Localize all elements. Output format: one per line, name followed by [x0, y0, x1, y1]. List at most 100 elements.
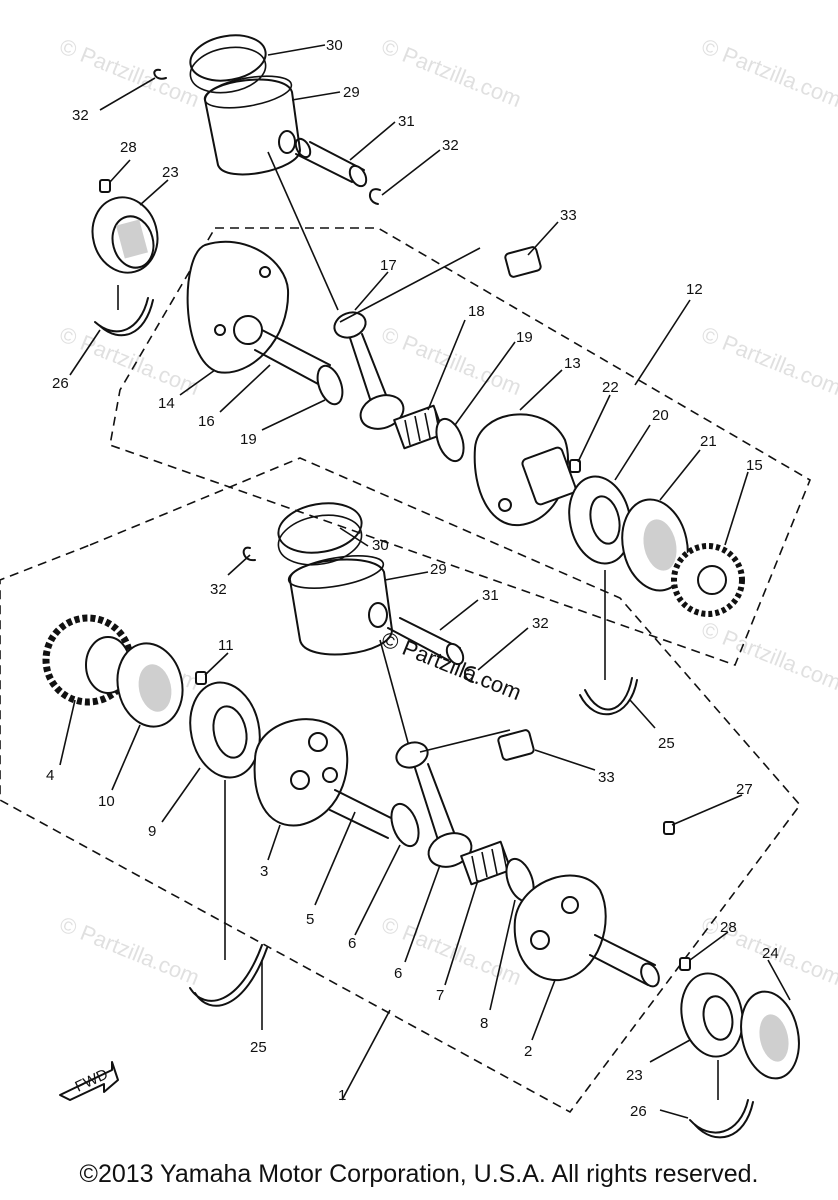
- callout-label: 6: [394, 965, 402, 982]
- callout-label: 32: [210, 581, 227, 598]
- dowel-pin: [663, 821, 675, 835]
- piston-pin-bore: [278, 130, 296, 154]
- conrod-small-end: [395, 741, 429, 769]
- watermark-text: © Partzilla.com: [56, 33, 203, 112]
- conrod-small-end: [333, 311, 367, 339]
- callout-label: 32: [72, 107, 89, 124]
- callouts: 30 29 31 32 32 28 23 33 17 12 18 19 13 2…: [46, 37, 779, 1120]
- piston-pin: [387, 617, 461, 661]
- circlip: [153, 68, 167, 80]
- callout-label: 24: [762, 945, 779, 962]
- thrust-washer: [390, 802, 420, 848]
- crank-pin: [329, 789, 396, 839]
- crank-web: [513, 874, 607, 982]
- callout-label: 1: [338, 1087, 346, 1104]
- callout-label: 18: [468, 303, 485, 320]
- thrust-washer: [435, 417, 465, 463]
- callout-label: 13: [564, 355, 581, 372]
- callout-label: 19: [240, 431, 257, 448]
- watermark-center-text: © Partzilla.com: [378, 626, 525, 705]
- shaft: [254, 329, 331, 386]
- callout-label: 26: [52, 375, 69, 392]
- needle-bearing: [393, 404, 445, 450]
- needle-bearing-small: [504, 246, 542, 278]
- callout-label: 25: [658, 735, 675, 752]
- callout-label: 4: [46, 767, 54, 784]
- sprocket: [671, 543, 745, 617]
- callout-label: 26: [630, 1103, 647, 1120]
- leader-lines: [59, 44, 791, 1119]
- watermark-text: © Partzilla.com: [698, 321, 838, 400]
- callout-label: 29: [343, 84, 360, 101]
- upper-assembly-outline: [109, 227, 812, 667]
- dowel-pin: [195, 671, 207, 685]
- callout-label: 30: [326, 37, 343, 54]
- callout-label: 12: [686, 281, 703, 298]
- circlip: [464, 666, 476, 683]
- bearing: [680, 972, 744, 1058]
- copyright-notice: ©2013 Yamaha Motor Corporation, U.S.A. A…: [79, 1160, 759, 1188]
- callout-label: 28: [720, 919, 737, 936]
- watermark-text: © Partzilla.com: [698, 33, 838, 112]
- half-ring: [94, 297, 154, 337]
- callout-label: 30: [372, 537, 389, 554]
- callout-label: 31: [482, 587, 499, 604]
- upper-piston-group: [153, 34, 381, 311]
- connecting-rod: [414, 763, 456, 841]
- callout-label: 3: [260, 863, 268, 880]
- needle-bearing: [460, 840, 512, 886]
- callout-label: 6: [348, 935, 356, 952]
- crank-web: [253, 718, 349, 827]
- crank-web: [186, 240, 290, 374]
- dowel-pin: [99, 179, 111, 193]
- callout-label: 17: [380, 257, 397, 274]
- watermark-text: © Partzilla.com: [698, 616, 838, 695]
- dowel-pin: [569, 459, 581, 473]
- upper-crankshaft: [186, 240, 745, 716]
- callout-label: 28: [120, 139, 137, 156]
- crank-shaft-end: [589, 934, 656, 986]
- watermark-text: © Partzilla.com: [378, 321, 525, 400]
- callout-label: 11: [218, 637, 234, 654]
- piston: [204, 78, 301, 176]
- circlip: [369, 188, 381, 205]
- watermark-text: © Partzilla.com: [56, 911, 203, 990]
- piston-ring: [277, 502, 363, 554]
- callout-label: 25: [250, 1039, 267, 1056]
- callout-label: 27: [736, 781, 753, 798]
- callout-label: 21: [700, 433, 717, 450]
- callout-label: 14: [158, 395, 175, 412]
- watermark-text: © Partzilla.com: [378, 33, 525, 112]
- fwd-arrow-icon: FWD: [59, 1061, 119, 1101]
- callout-label: 15: [746, 457, 763, 474]
- callout-label: 31: [398, 113, 415, 130]
- callout-label: 10: [98, 793, 115, 810]
- half-ring: [189, 944, 268, 1007]
- callout-label: 22: [602, 379, 619, 396]
- callout-label: 20: [652, 407, 669, 424]
- needle-bearing-small: [497, 729, 535, 761]
- lower-piston-group: [242, 502, 476, 751]
- callout-label: 23: [626, 1067, 643, 1084]
- dowel-pin: [679, 957, 691, 971]
- callout-label: 32: [442, 137, 459, 154]
- half-ring: [579, 677, 638, 716]
- callout-label: 16: [198, 413, 215, 430]
- callout-label: 29: [430, 561, 447, 578]
- connecting-rod: [349, 333, 389, 406]
- callout-label: 2: [524, 1043, 532, 1060]
- callout-label: 23: [162, 164, 179, 181]
- callout-label: 9: [148, 823, 156, 840]
- callout-label: 33: [560, 207, 577, 224]
- callout-label: 5: [306, 911, 314, 928]
- callout-label: 32: [532, 615, 549, 632]
- piston-ring: [189, 34, 267, 82]
- half-ring: [689, 1099, 754, 1139]
- upper-crank-bearing-left: [91, 179, 159, 337]
- lower-crankshaft: [42, 614, 800, 1139]
- piston-pin-bore: [368, 602, 388, 628]
- thrust-washer: [316, 364, 344, 406]
- callout-label: 33: [598, 769, 615, 786]
- callout-label: 7: [436, 987, 444, 1004]
